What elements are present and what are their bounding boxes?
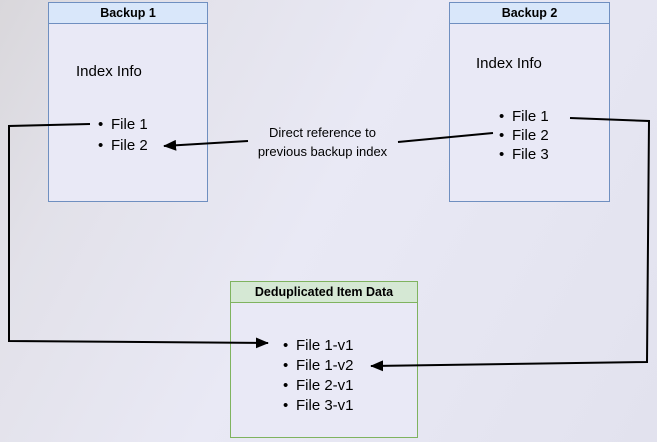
dedup-file-list: File 1-v1 File 1-v2 File 2-v1 File 3-v1 [283,336,354,416]
backup1-index-info-label: Index Info [76,63,142,80]
dedup-file-1-v2: File 1-v2 [283,356,354,376]
backup2-file-1: File 1 [499,107,549,126]
backup2-file-list: File 1 File 2 File 3 [499,107,549,164]
backup1-file-list: File 1 File 2 [98,114,148,156]
backup1-file-1: File 1 [98,114,148,135]
dedup-node: Deduplicated Item Data File 1-v1 File 1-… [230,281,418,438]
backup1-title: Backup 1 [49,3,207,24]
dedup-file-2-v1: File 2-v1 [283,376,354,396]
backup2-index-info-label: Index Info [476,55,542,72]
backup1-node: Backup 1 Index Info File 1 File 2 [48,2,208,202]
dedup-title: Deduplicated Item Data [231,282,417,303]
dedup-file-1-v1: File 1-v1 [283,336,354,356]
annotation-line2: previous backup index [257,144,388,159]
dedup-file-3-v1: File 3-v1 [283,396,354,416]
backup2-node: Backup 2 Index Info File 1 File 2 File 3 [449,2,610,202]
backup2-title: Backup 2 [450,3,609,24]
annotation-line1: Direct reference to [269,125,376,140]
backup2-file-3: File 3 [499,145,549,164]
backup2-file-2: File 2 [499,126,549,145]
backup1-file-2: File 2 [98,135,148,156]
annotation-direct-reference: Direct reference to previous backup inde… [235,123,410,161]
